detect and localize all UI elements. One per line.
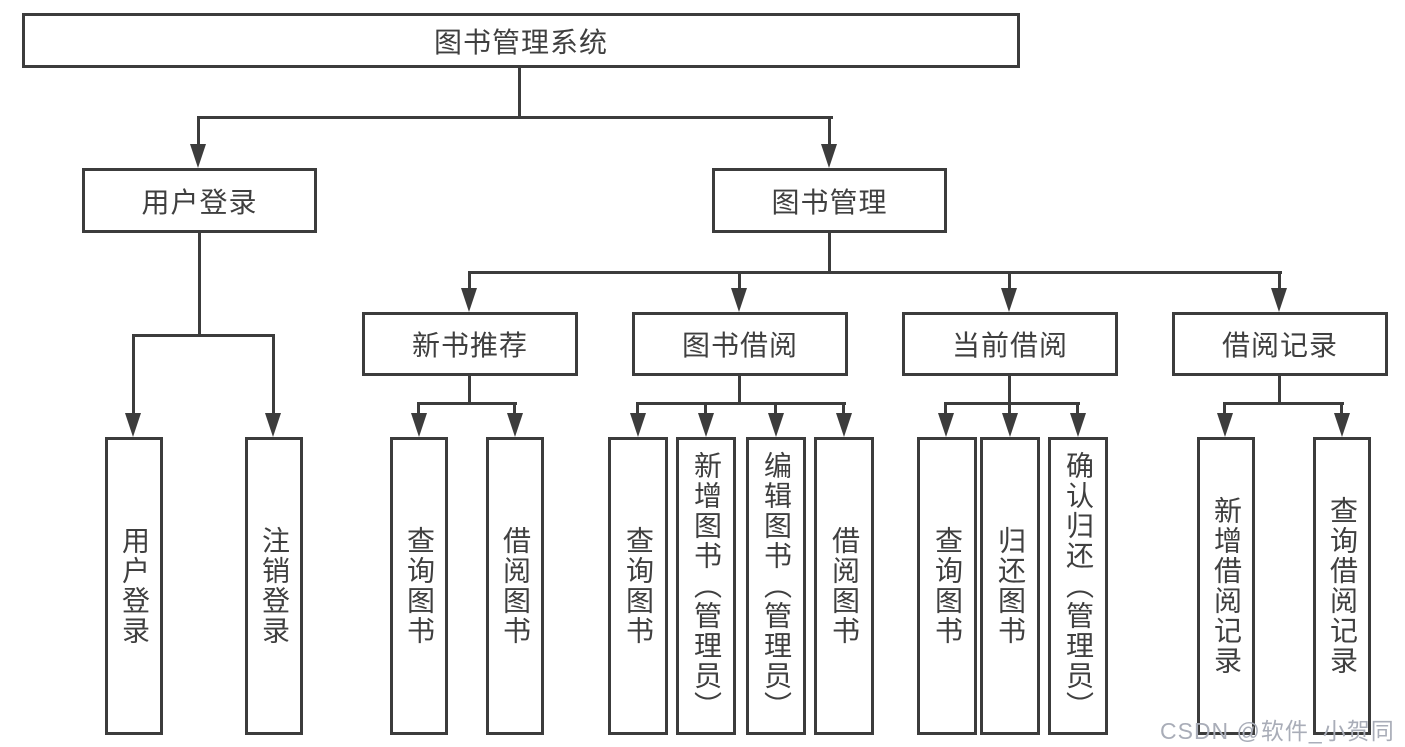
- node-label: 查询借阅记录: [1327, 496, 1358, 676]
- edge-segment: [417, 402, 420, 416]
- watermark-text: CSDN @软件_小贺同学: [1160, 718, 1395, 744]
- edge-segment: [198, 233, 201, 336]
- node-label: 归还图书: [995, 526, 1026, 646]
- node-label: 图书借阅: [681, 330, 798, 361]
- edge-segment: [842, 402, 845, 416]
- leaf-records-query: 查询借阅记录: [1313, 437, 1371, 735]
- leaf-user-login: 用户登录: [105, 437, 163, 735]
- edge-segment: [774, 402, 777, 416]
- arrow-down-icon: [411, 413, 427, 437]
- node-new-books: 新书推荐: [362, 312, 578, 376]
- leaf-current-return: 归还图书: [980, 437, 1040, 735]
- node-label: 借阅图书: [829, 526, 860, 646]
- node-label: 编辑图书（管理员）: [761, 451, 792, 721]
- arrow-down-icon: [768, 413, 784, 437]
- node-label: 图书管理系统: [433, 26, 608, 58]
- node-user-login: 用户登录: [82, 168, 317, 233]
- arrow-down-icon: [190, 144, 206, 168]
- node-root: 图书管理系统: [22, 13, 1020, 68]
- edge-segment: [1223, 402, 1344, 405]
- edge-segment: [1278, 271, 1281, 292]
- node-label: 借阅记录: [1221, 330, 1338, 361]
- edge-segment: [704, 402, 707, 416]
- node-label: 用户登录: [141, 186, 258, 218]
- node-label: 确认归还（管理员）: [1063, 451, 1094, 721]
- edge-segment: [132, 334, 135, 416]
- node-label: 新书推荐: [411, 330, 528, 361]
- node-book-borrow: 图书借阅: [632, 312, 848, 376]
- node-label: 注销登录: [259, 526, 290, 646]
- node-label: 图书管理: [771, 186, 888, 218]
- arrow-down-icon: [1002, 413, 1018, 437]
- edge-segment: [518, 68, 521, 118]
- edge-segment: [468, 376, 471, 405]
- leaf-bookborrow-edit: 编辑图书（管理员）: [746, 437, 806, 735]
- edge-segment: [197, 116, 200, 147]
- edge-segment: [1223, 402, 1226, 416]
- edge-segment: [132, 334, 275, 337]
- edge-segment: [828, 233, 831, 273]
- node-label: 查询图书: [404, 526, 435, 646]
- leaf-records-add: 新增借阅记录: [1197, 437, 1255, 735]
- node-book-manage: 图书管理: [712, 168, 947, 233]
- arrow-down-icon: [461, 288, 477, 312]
- node-label: 当前借阅: [951, 330, 1068, 361]
- edge-segment: [738, 376, 741, 405]
- edge-segment: [417, 402, 517, 405]
- node-label: 查询图书: [623, 526, 654, 646]
- edge-segment: [944, 402, 1080, 405]
- node-label: 新增图书（管理员）: [691, 451, 722, 721]
- edge-segment: [944, 402, 947, 416]
- arrow-down-icon: [1217, 413, 1233, 437]
- arrow-down-icon: [265, 413, 281, 437]
- arrow-down-icon: [821, 144, 837, 168]
- leaf-newbooks-borrow: 借阅图书: [486, 437, 544, 735]
- arrow-down-icon: [125, 413, 141, 437]
- arrow-down-icon: [1001, 288, 1017, 312]
- edge-segment: [1340, 402, 1343, 416]
- arrow-down-icon: [507, 413, 523, 437]
- edge-segment: [828, 116, 831, 147]
- arrow-down-icon: [1070, 413, 1086, 437]
- leaf-current-confirm: 确认归还（管理员）: [1048, 437, 1108, 735]
- arrow-down-icon: [698, 413, 714, 437]
- node-label: 新增借阅记录: [1211, 496, 1242, 676]
- edge-segment: [1008, 402, 1011, 416]
- edge-segment: [738, 271, 741, 292]
- arrow-down-icon: [731, 288, 747, 312]
- edge-segment: [513, 402, 516, 416]
- edge-segment: [1008, 376, 1011, 405]
- leaf-current-query: 查询图书: [917, 437, 977, 735]
- arrow-down-icon: [1334, 413, 1350, 437]
- edge-segment: [636, 402, 846, 405]
- leaf-newbooks-query: 查询图书: [390, 437, 448, 735]
- edge-segment: [1076, 402, 1079, 416]
- leaf-logout: 注销登录: [245, 437, 303, 735]
- edge-segment: [1008, 271, 1011, 292]
- leaf-bookborrow-add: 新增图书（管理员）: [676, 437, 736, 735]
- edge-segment: [468, 271, 471, 292]
- arrow-down-icon: [836, 413, 852, 437]
- leaf-bookborrow-query: 查询图书: [608, 437, 668, 735]
- arrow-down-icon: [630, 413, 646, 437]
- node-borrow-records: 借阅记录: [1172, 312, 1388, 376]
- edge-segment: [468, 271, 1282, 274]
- leaf-bookborrow-borrow: 借阅图书: [814, 437, 874, 735]
- node-label: 借阅图书: [500, 526, 531, 646]
- edge-segment: [272, 334, 275, 416]
- arrow-down-icon: [1271, 288, 1287, 312]
- edge-segment: [636, 402, 639, 416]
- edge-segment: [1278, 376, 1281, 405]
- node-current-borrow: 当前借阅: [902, 312, 1118, 376]
- edge-segment: [197, 116, 833, 119]
- node-label: 用户登录: [119, 526, 150, 646]
- node-label: 查询图书: [932, 526, 963, 646]
- arrow-down-icon: [938, 413, 954, 437]
